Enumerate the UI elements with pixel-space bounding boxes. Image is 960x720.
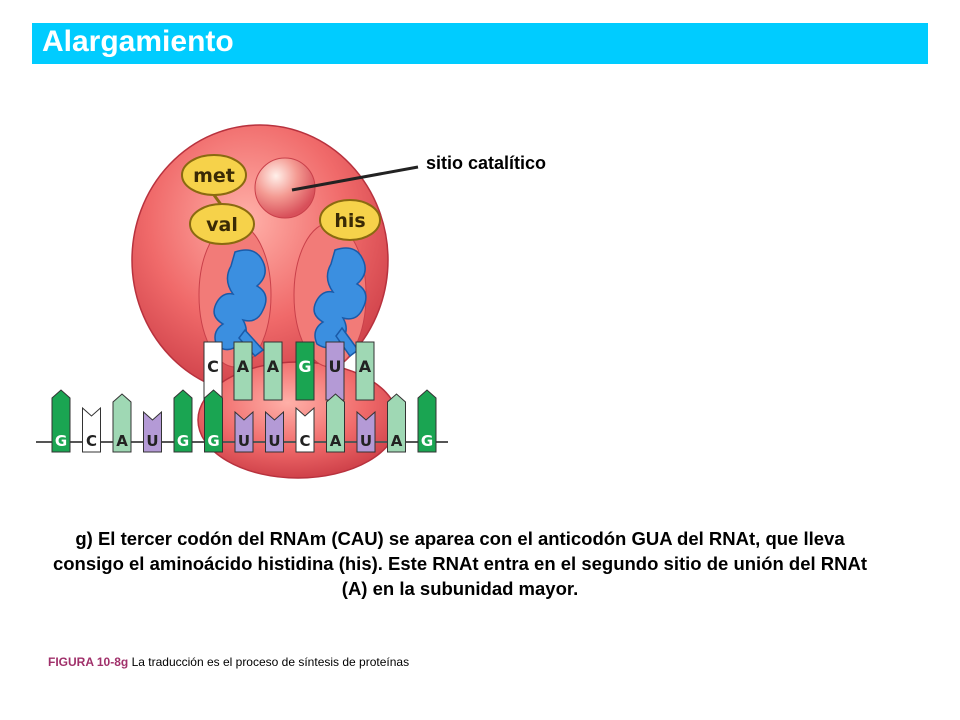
- mrna-base-u: U: [265, 410, 284, 453]
- svg-text:G: G: [421, 432, 433, 450]
- figure-note: FIGURA 10-8g La traducción es el proceso…: [48, 655, 409, 669]
- mrna-base-g: G: [173, 389, 193, 453]
- amino-acid-met: met: [181, 154, 247, 196]
- svg-text:U: U: [329, 357, 342, 376]
- mrna-base-g: G: [204, 389, 223, 453]
- catalytic-site: [254, 157, 316, 219]
- figure-text: La traducción es el proceso de síntesis …: [131, 655, 410, 669]
- svg-text:U: U: [268, 432, 280, 450]
- trna-right-anticodon: G U A: [295, 341, 375, 401]
- mrna-base-a: A: [387, 393, 406, 453]
- mrna-base-c: C: [82, 406, 101, 453]
- catalytic-site-label: sitio catalítico: [426, 153, 547, 173]
- mrna-base-g: G: [417, 389, 437, 453]
- amino-acid-his: his: [319, 199, 381, 241]
- svg-text:A: A: [359, 357, 372, 376]
- mrna-base-u: U: [143, 410, 162, 453]
- mrna-base-c: C: [295, 406, 315, 453]
- title-bar: Alargamiento: [32, 23, 928, 64]
- svg-text:A: A: [116, 432, 128, 450]
- svg-text:C: C: [299, 432, 310, 450]
- svg-text:C: C: [86, 432, 97, 450]
- svg-text:A: A: [330, 432, 342, 450]
- mrna-base-g: G: [51, 389, 71, 453]
- svg-text:G: G: [177, 432, 189, 450]
- svg-text:U: U: [146, 432, 158, 450]
- page-title: Alargamiento: [42, 25, 234, 58]
- svg-text:U: U: [360, 432, 372, 450]
- svg-text:his: his: [334, 210, 365, 232]
- svg-text:A: A: [267, 357, 280, 376]
- figure-label: FIGURA 10-8g: [48, 655, 129, 669]
- svg-text:G: G: [298, 357, 311, 376]
- svg-text:A: A: [237, 357, 250, 376]
- trna-left-anticodon: C A A: [203, 341, 283, 401]
- svg-text:U: U: [238, 432, 250, 450]
- svg-text:met: met: [193, 165, 235, 187]
- mrna-base-a: A: [326, 393, 345, 453]
- svg-text:G: G: [55, 432, 67, 450]
- mrna-base-u: U: [356, 410, 376, 453]
- svg-text:G: G: [207, 432, 219, 450]
- svg-text:C: C: [207, 357, 219, 376]
- svg-text:val: val: [206, 214, 238, 236]
- svg-text:A: A: [391, 432, 403, 450]
- mrna-base-a: A: [112, 393, 132, 453]
- caption: g) El tercer codón del RNAm (CAU) se apa…: [52, 528, 868, 599]
- amino-acid-val: val: [189, 203, 255, 245]
- catalytic-pointer-line: [291, 165, 419, 192]
- mrna-base-u: U: [234, 410, 254, 453]
